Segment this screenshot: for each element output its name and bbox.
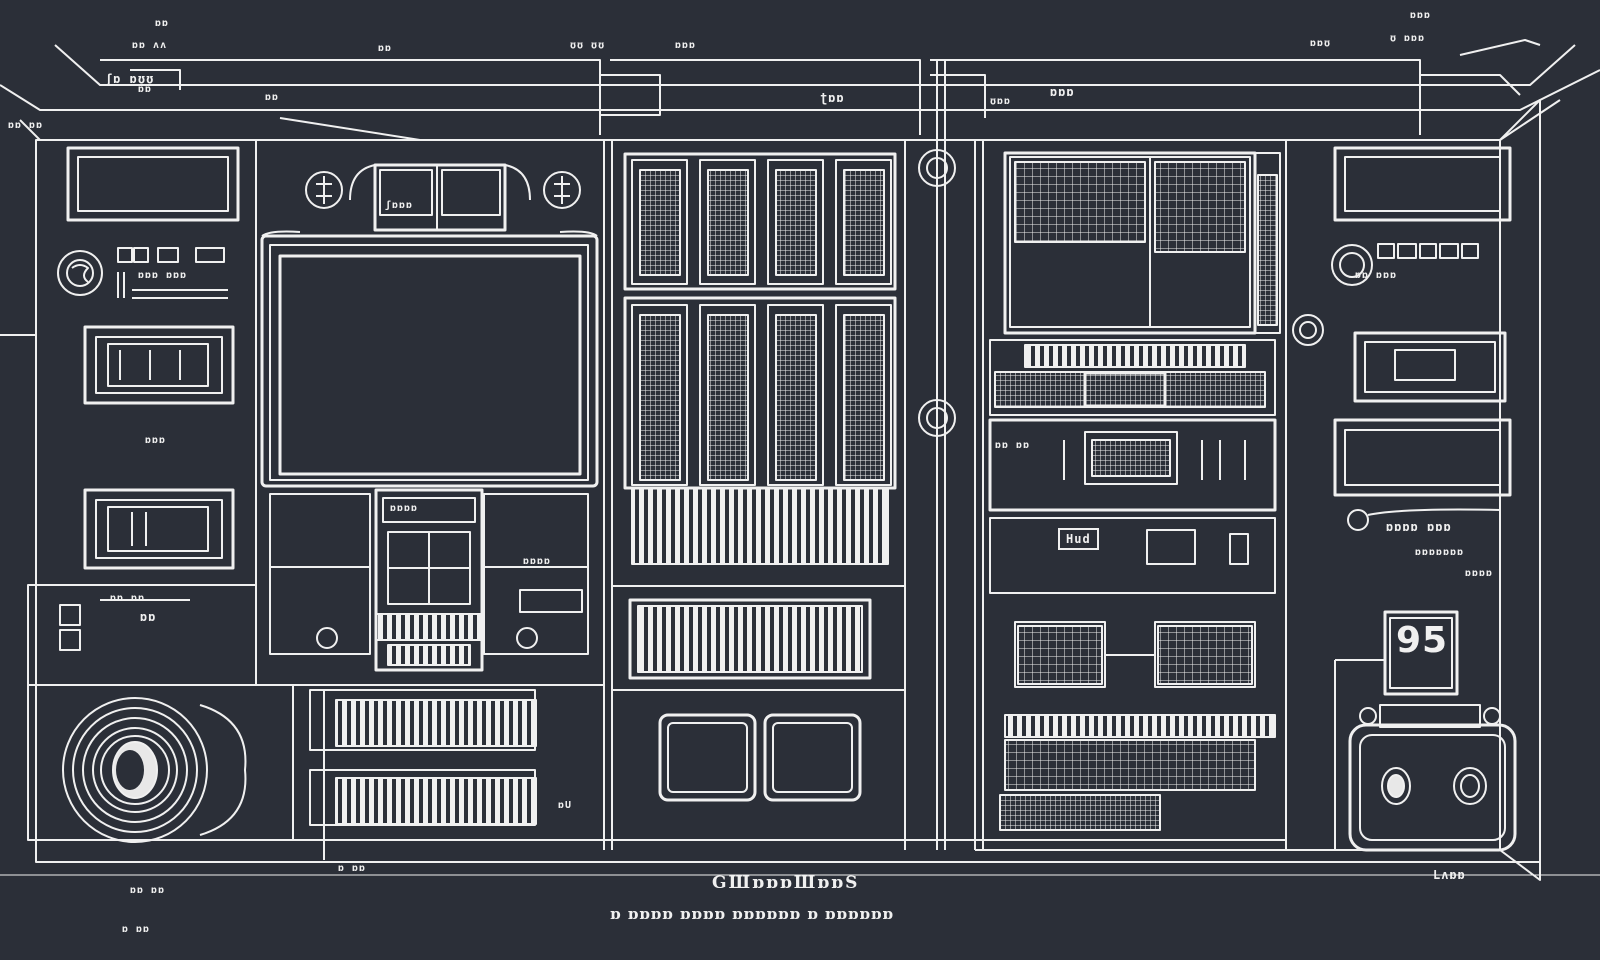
display-readout: 95 [1396,620,1449,661]
label-top-e: ɒɒɒ [675,40,697,51]
label-right-top: ɒɒɒ [1050,85,1075,99]
label-center-top: ʈɒɒ [820,91,845,105]
label-top-b: ɒɒ ʌʌ [132,40,168,51]
label-top-c: ɒɒ [378,43,393,54]
label-bottom-left-a: ɒ ɒɒ [338,863,367,874]
label-left-tag: ɒɒ [265,92,280,103]
label-right-a: ɒɒ ɒɒ [995,440,1031,451]
label-monitor-caption: ʃɒɒɒ [385,200,414,211]
label-right-d: ɒɒɒɒɒɒɒ [1415,547,1465,558]
label-right-b: ɒɒ ɒɒɒ [1355,270,1398,281]
label-right-e: ɒɒɒɒ [1465,568,1494,579]
label-left-lower-b: ɒɒ ɒɒ [110,593,146,604]
label-right-mid: ʊɒɒ [990,96,1012,107]
hud-box: Hud [1058,528,1099,550]
label-bottom-mid: ɒU [558,800,573,811]
label-left-title: ʃɒ ɒʊʊ [105,72,155,86]
label-top-g: ɒɒʊ [1310,38,1332,49]
label-left-panel: ɒɒ ɒɒ [8,120,44,131]
label-side-tag: ɒɒɒɒ [523,556,552,567]
footer-title: GШɒɒɒШɒɒS [712,873,860,893]
label-left-sub: ɒɒ [138,84,153,95]
label-top-a: ɒɒ [155,18,170,29]
label-bottom-left-c: ɒ ɒɒ [122,924,151,935]
label-right-foot: Lʌɒɒ [1433,868,1466,882]
label-top-f: ɒɒɒ [1410,10,1432,21]
label-top-d: ʊʊ ʊʊ [570,40,606,51]
label-left-mid2: ɒɒɒ [145,435,167,446]
label-top-h: ʊ ɒɒɒ [1390,33,1426,44]
label-kiosk-header: ɒɒɒɒ [390,503,419,514]
label-left-lower-a: ɒɒ [140,610,157,624]
footer-subtitle: ɒ ɒɒɒɒ ɒɒɒɒ ɒɒɒɒɒɒ ɒ ɒɒɒɒɒɒ [610,905,894,923]
label-left-mid: ɒɒɒ ɒɒɒ [138,270,188,281]
label-bottom-left-b: ɒɒ ɒɒ [130,885,166,896]
label-right-c: ɒɒɒɒ ɒɒɒ [1386,520,1452,534]
